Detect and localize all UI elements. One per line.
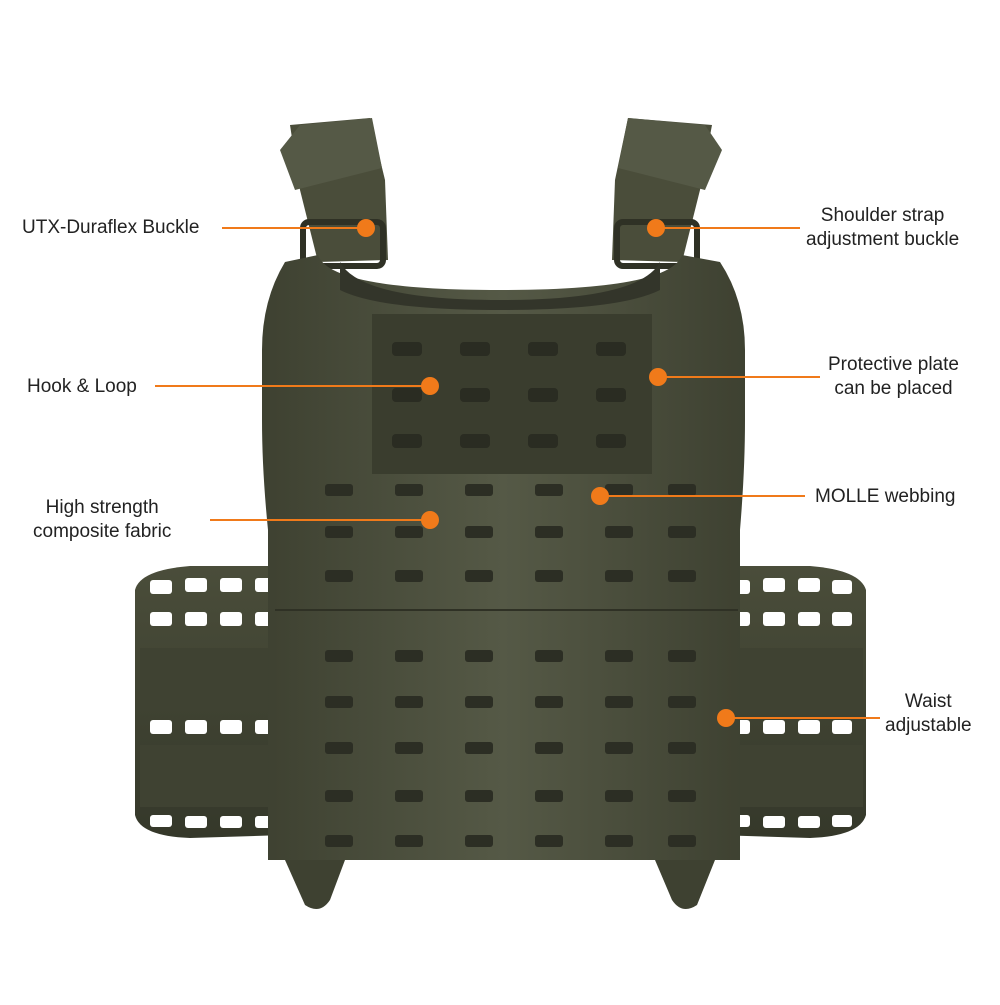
callout-text: High strength <box>45 497 159 518</box>
shoulder-straps <box>280 118 722 269</box>
molle-slot <box>465 650 493 662</box>
callout-text: composite fabric <box>33 521 172 542</box>
hook-loop-panel <box>372 314 652 474</box>
molle-slot <box>605 570 633 582</box>
molle-slot <box>465 742 493 754</box>
panel-slot <box>460 388 490 402</box>
dot-molle <box>591 487 609 505</box>
molle-slot <box>605 835 633 847</box>
molle-slot <box>668 790 696 802</box>
molle-slot <box>605 526 633 538</box>
molle-slot <box>535 484 563 496</box>
dot-utx-buckle <box>357 219 375 237</box>
molle-slot <box>465 484 493 496</box>
dot-shoulder-buckle <box>647 219 665 237</box>
molle-slot <box>668 570 696 582</box>
molle-slot <box>395 570 423 582</box>
molle-slot <box>395 696 423 708</box>
molle-slot <box>535 835 563 847</box>
molle-slot <box>325 484 353 496</box>
left-cummerbund <box>135 566 285 838</box>
molle-slot <box>395 526 423 538</box>
molle-slot <box>605 484 633 496</box>
molle-slot <box>395 742 423 754</box>
molle-slot <box>395 835 423 847</box>
panel-slot <box>596 342 626 356</box>
callout-text: Waist <box>904 691 952 712</box>
dot-waist <box>717 709 735 727</box>
molle-slot <box>325 526 353 538</box>
panel-slot <box>392 434 422 448</box>
callout-text: UTX-Duraflex Buckle <box>22 217 200 238</box>
panel-slot <box>460 342 490 356</box>
molle-slot <box>395 650 423 662</box>
callout-hook-loop: Hook & Loop <box>27 375 137 399</box>
callout-text: adjustable <box>885 715 972 736</box>
molle-slot <box>325 742 353 754</box>
molle-slot <box>668 742 696 754</box>
molle-slot <box>535 790 563 802</box>
callout-utx-buckle: UTX-Duraflex Buckle <box>22 216 199 240</box>
dot-hook-loop <box>421 377 439 395</box>
panel-slot <box>528 388 558 402</box>
panel-slot <box>596 434 626 448</box>
panel-slot <box>460 434 490 448</box>
molle-slot <box>395 484 423 496</box>
dot-composite-fabric <box>421 511 439 529</box>
panel-slot <box>392 388 422 402</box>
molle-slot <box>395 790 423 802</box>
callout-text: Protective plate <box>828 354 959 375</box>
molle-slot <box>465 570 493 582</box>
callout-waist: Waist adjustable <box>885 690 972 738</box>
panel-slot <box>596 388 626 402</box>
callout-text: Hook & Loop <box>27 376 137 397</box>
molle-slot <box>465 526 493 538</box>
molle-slot <box>325 835 353 847</box>
molle-slot <box>535 650 563 662</box>
panel-slot <box>392 342 422 356</box>
callout-text: adjustment buckle <box>806 229 960 250</box>
callout-composite-fabric: High strength composite fabric <box>33 496 171 544</box>
molle-slot <box>668 484 696 496</box>
molle-slot <box>535 570 563 582</box>
callout-text: Shoulder strap <box>820 205 945 226</box>
molle-slot <box>668 526 696 538</box>
molle-slots <box>325 484 696 847</box>
panel-slot <box>528 434 558 448</box>
callout-text: MOLLE webbing <box>815 486 956 507</box>
callout-text: can be placed <box>834 378 953 399</box>
molle-slot <box>465 790 493 802</box>
molle-slot <box>535 526 563 538</box>
molle-slot <box>325 570 353 582</box>
molle-slot <box>605 650 633 662</box>
molle-slot <box>535 742 563 754</box>
molle-slot <box>535 696 563 708</box>
callout-shoulder-buckle: Shoulder strap adjustment buckle <box>806 204 959 252</box>
molle-slot <box>325 790 353 802</box>
panel-slot <box>528 342 558 356</box>
molle-slot <box>605 696 633 708</box>
callout-protective-plate: Protective plate can be placed <box>828 353 959 401</box>
molle-slot <box>465 835 493 847</box>
molle-slot <box>325 696 353 708</box>
molle-slot <box>605 742 633 754</box>
molle-slot <box>668 650 696 662</box>
dot-protective-plate <box>649 368 667 386</box>
callout-molle: MOLLE webbing <box>815 485 955 509</box>
molle-slot <box>325 650 353 662</box>
molle-slot <box>668 696 696 708</box>
molle-slot <box>605 790 633 802</box>
molle-slot <box>668 835 696 847</box>
molle-slot <box>465 696 493 708</box>
